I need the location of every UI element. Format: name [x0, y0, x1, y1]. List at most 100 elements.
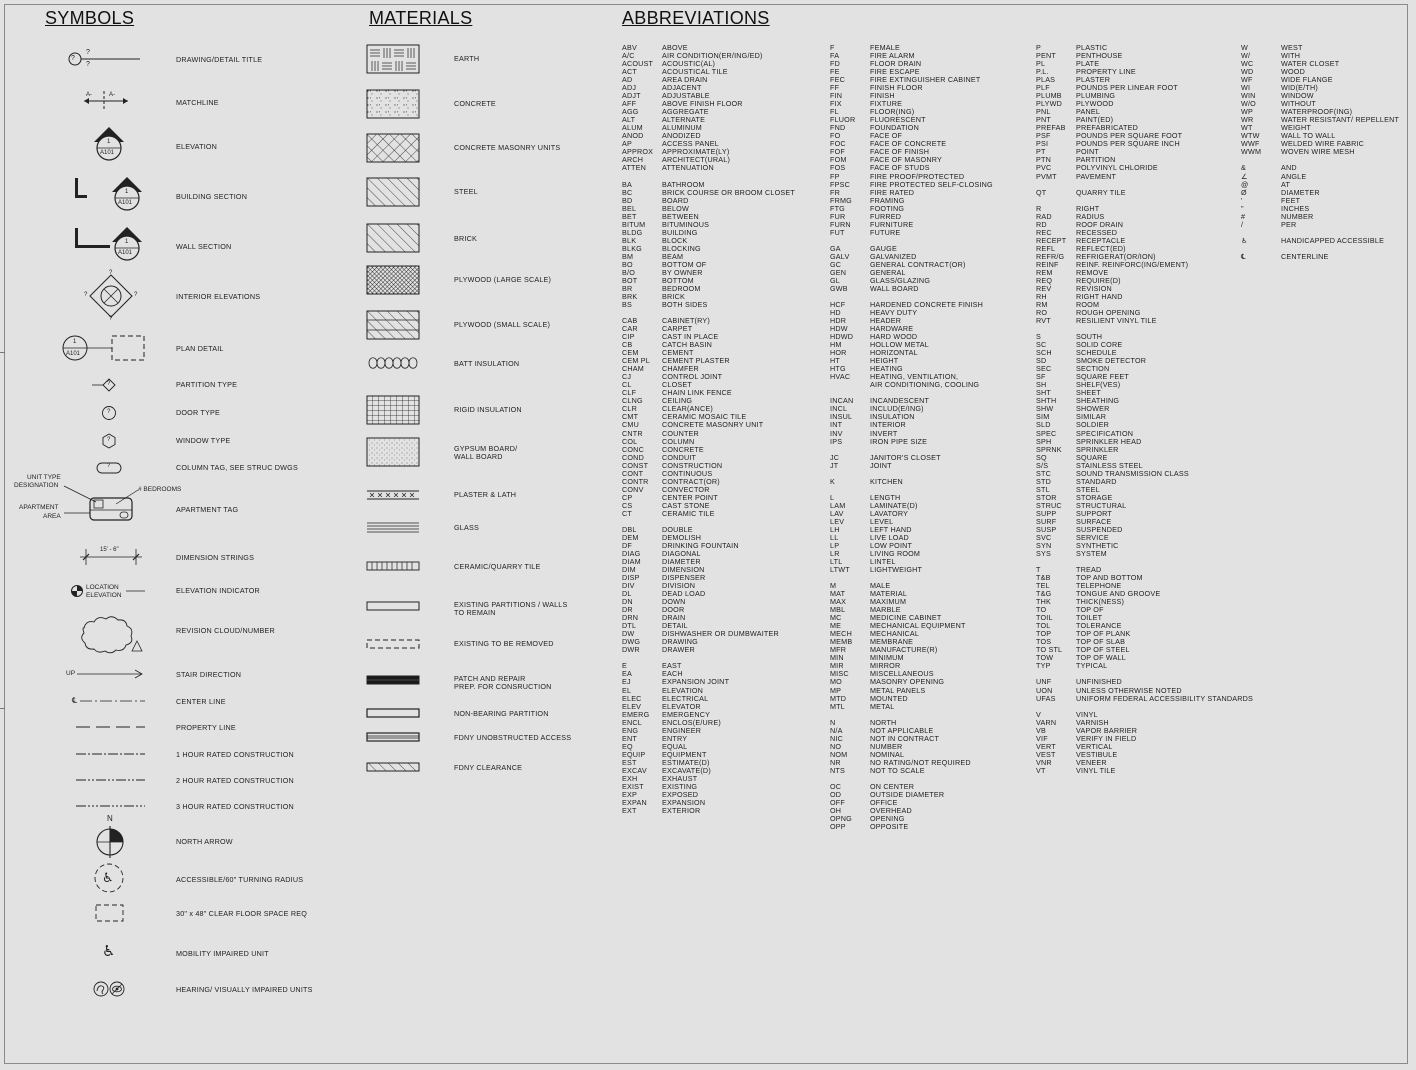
abbreviation-code: TO STL	[1036, 645, 1063, 655]
abbreviation-definition: LIGHTWEIGHT	[870, 565, 923, 575]
abbreviation-code: EXPAN	[622, 797, 647, 807]
abbreviation-code: TOP	[1036, 629, 1052, 639]
abbreviation-code: CEM PL	[622, 356, 650, 366]
abbreviation-entry	[1036, 325, 1253, 333]
abbreviation-code: W/O	[1241, 99, 1256, 109]
abbreviation-entry	[1036, 670, 1253, 678]
symbol-label: DIMENSION STRINGS	[176, 553, 255, 562]
abbreviation-code: P	[1036, 43, 1041, 52]
abbreviation-definition: GLASS/GLAZING	[870, 275, 931, 285]
abbreviation-definition: ABOVE FINISH FLOOR	[662, 99, 743, 109]
symbol-clear-floor: 30" x 48" CLEAR FLOOR SPACE REQ	[0, 902, 360, 924]
abbreviation-code: CL	[622, 380, 632, 390]
abbreviation-code: PT	[1036, 147, 1046, 157]
abbreviation-code: VEST	[1036, 749, 1056, 759]
abbreviation-code: GALV	[830, 251, 850, 261]
abbreviation-definition: NOMINAL	[870, 749, 905, 759]
abbreviation-definition: CLOSET	[662, 380, 692, 390]
abbreviation-definition: MANUFACTURE(R)	[870, 645, 938, 655]
abbreviation-definition: TREAD	[1076, 565, 1102, 575]
abbreviation-code: FR	[830, 187, 840, 197]
abbreviation-code: HCF	[830, 300, 846, 309]
material-label: FDNY CLEARANCE	[454, 763, 523, 772]
abbreviation-code: ADJT	[622, 91, 641, 101]
abbreviation-definition: VESTIBULE	[1076, 749, 1118, 759]
abbreviation-code: CONST	[622, 460, 649, 470]
abbreviation-code: SD	[1036, 356, 1047, 366]
matchline-mark: A-	[86, 92, 92, 98]
abbreviation-definition: EXCAVATE(D)	[662, 765, 711, 775]
abbreviation-code: MFR	[830, 645, 847, 655]
abbreviation-code: B/O	[622, 267, 635, 277]
abbreviation-definition: HORIZONTAL	[870, 348, 918, 358]
abbreviation-code: ELEV	[622, 701, 642, 711]
abbreviation-code: CEM	[622, 348, 639, 358]
clear-floor-space-symbol	[95, 904, 124, 922]
abbreviation-code: PVC	[1036, 163, 1052, 173]
symbol-2hr: 2 HOUR RATED CONSTRUCTION	[0, 773, 360, 787]
abbreviation-definition: UNIFORM FEDERAL ACCESSIBILITY STANDARDS	[1076, 693, 1254, 703]
abbreviation-definition: SPRINKLER	[1076, 444, 1119, 454]
abbreviation-definition: LIVE LOAD	[870, 532, 909, 542]
abbreviation-definition: CEILING	[662, 396, 693, 406]
symbol-door-type: ? DOOR TYPE	[0, 404, 360, 422]
symbol-label: 1 HOUR RATED CONSTRUCTION	[176, 750, 294, 759]
abbreviation-definition: EXPOSED	[662, 789, 699, 799]
brick-swatch	[366, 223, 420, 253]
abbreviation-definition: ESTIMATE(D)	[662, 757, 710, 767]
abbreviation-code: TOS	[1036, 637, 1052, 647]
material-brick: BRICK	[366, 223, 616, 253]
abbreviation-code: MAX	[830, 597, 847, 607]
abbreviation-code: CLNG	[622, 396, 643, 406]
abbreviation-code: FURN	[830, 219, 851, 229]
abbreviation-definition: ROUGH OPENING	[1076, 308, 1141, 318]
symbol-elevation: 1 A101 ELEVATION	[0, 126, 360, 162]
material-label: GYPSUM BOARD/ WALL BOARD	[454, 444, 518, 461]
abbreviation-entry: CLNG CEILING	[622, 397, 795, 405]
abbreviation-definition: GALVANIZED	[870, 251, 917, 261]
abbreviation-code: CONC	[622, 444, 644, 454]
abbreviation-code: CP	[622, 492, 633, 502]
wall-section-symbol	[75, 227, 142, 261]
abbreviation-code: OFF	[830, 797, 845, 807]
abbreviation-code: FO	[830, 131, 841, 141]
abbreviation-code: ♿	[1241, 235, 1248, 245]
material-label: EXISTING PARTITIONS / WALLS TO REMAIN	[454, 600, 568, 617]
abbreviation-definition: PLYWOOD	[1076, 99, 1114, 109]
abbreviation-definition: STANDARD	[1076, 476, 1117, 486]
abbreviation-definition: TOP OF SLAB	[1076, 637, 1126, 647]
abbreviation-code: Ø	[1241, 187, 1247, 197]
steel-swatch	[366, 177, 420, 207]
abbreviation-definition: REMOVE	[1076, 267, 1109, 277]
abbreviation-definition: ELEVATION	[662, 685, 704, 695]
apartment-tag-symbol	[63, 485, 139, 521]
abbreviation-definition: DRAIN	[662, 613, 686, 623]
abbreviation-definition: STAINLESS STEEL	[1076, 460, 1143, 470]
